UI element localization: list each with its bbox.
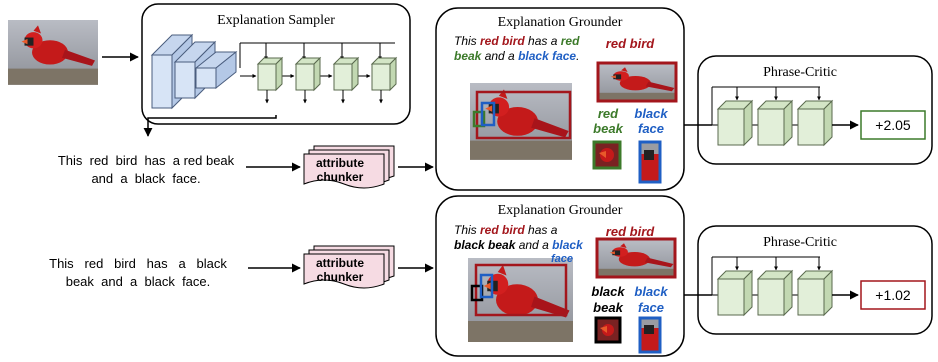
grounder-top-label-black-face-2: face [638,121,664,136]
critic-bottom-score-box [860,280,926,310]
explanation-grounder-top-box [435,7,685,191]
arrow-sampler-to-sentence [143,115,277,137]
sentence-top-line1: This red bird has a red beak [58,153,235,168]
grounder-top-main-image [470,83,572,160]
chunker-bottom-line1: attribute [316,256,364,270]
grounder-top-label-red-beak-1: red [598,106,619,121]
grounder-bottom-label-black-face-2: face [638,300,664,315]
input-bird-image [8,20,98,85]
grounder-top-label-black-face-1: black [634,106,668,121]
critic-top-score: +2.05 [875,117,911,133]
critic-top-score-box [860,110,926,140]
grounder-bottom-caption-line3: face [551,253,573,265]
grounder-bottom-crop-black-face [638,316,662,354]
sampler-lstm-chain [239,42,398,104]
grounder-bottom-label-black-beak-2: beak [593,300,623,315]
phrase-critic-top-box [697,55,933,165]
explanation-grounder-bottom-box [435,195,685,357]
grounder-bottom-crop-black-beak [594,316,622,344]
explanation-grounder-top-title: Explanation Grounder [498,15,623,30]
grounder-top-crop-red-bird [596,61,678,103]
chunker-bottom-line2: chunker [317,270,364,284]
attribute-chunker-bottom: attribute chunker [303,245,395,289]
grounder-bottom-main-image: face [468,253,573,342]
grounder-bottom-label-red-bird: red bird [606,224,655,239]
grounder-bottom-caption-line2: black beak and a black [454,238,584,252]
phrase-critic-bottom-box [697,225,933,335]
sentence-bottom-line2: beak and a black face. [66,274,211,289]
explanation-sampler-title: Explanation Sampler [217,13,335,28]
grounder-top-crop-red-beak [592,140,622,170]
attribute-chunker-top: attribute chunker [303,145,395,189]
grounder-bottom-crop-red-bird [595,237,677,279]
phrase-critic-top-lstm [711,86,859,147]
grounder-top-label-red-bird: red bird [606,36,655,51]
chunker-top-line2: chunker [317,170,364,184]
grounder-top-label-red-beak-2: beak [593,121,623,136]
grounder-bottom-caption-line1: This red bird has a [454,223,558,237]
sentence-bottom-line1: This red bird has a black [49,256,227,271]
phrase-critic-bottom-lstm [711,256,859,317]
grounder-top-caption-line2: beak and a black face. [454,49,579,63]
critic-bottom-score: +1.02 [875,287,911,303]
grounder-bottom-label-black-beak-1: black [591,284,625,299]
chunker-top-line1: attribute [316,156,364,170]
phrase-critic-top-title: Phrase-Critic [763,65,837,80]
phrase-critic-bottom-title: Phrase-Critic [763,235,837,250]
grounder-bottom-label-black-face-1: black [634,284,668,299]
grounder-top-crop-black-face [638,140,662,184]
grounder-top-caption-line1: This red bird has a red [454,34,580,48]
sentence-top-line2: and a black face. [91,171,200,186]
explanation-grounder-bottom-title: Explanation Grounder [498,203,623,218]
explanation-sampler-box [141,3,411,125]
sampler-cnn-encoder [150,33,238,110]
